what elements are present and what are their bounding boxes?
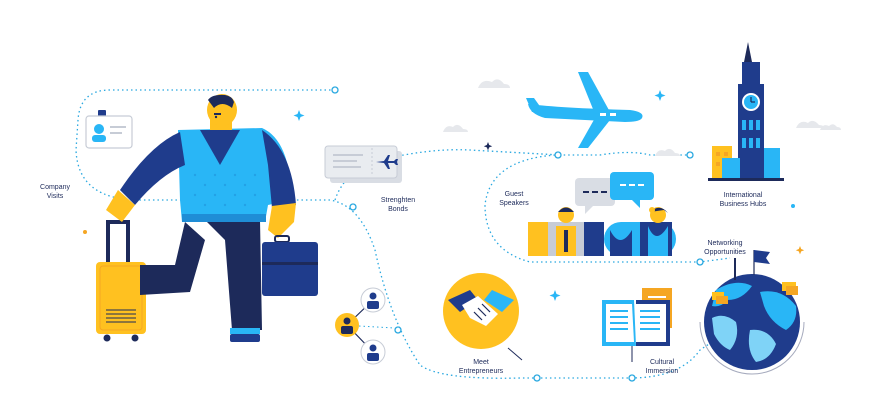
label-line: Meet bbox=[473, 359, 489, 366]
label-line: Company bbox=[40, 184, 70, 191]
label-line: Speakers bbox=[499, 200, 529, 207]
label-line: Guest bbox=[504, 191, 524, 198]
label-line: Entrepreneurs bbox=[458, 368, 504, 375]
briefcase-icon bbox=[262, 235, 318, 296]
dot-decoration bbox=[83, 230, 87, 234]
clock-tower-icon bbox=[708, 42, 784, 181]
airplane-icon bbox=[526, 72, 643, 148]
handshake-icon bbox=[443, 273, 519, 349]
label-line: Opportunities bbox=[704, 249, 746, 256]
cloud-icon bbox=[443, 79, 841, 156]
label-line: Networking bbox=[707, 240, 743, 247]
dotted-route-path bbox=[75, 89, 746, 379]
flag-icon bbox=[753, 250, 770, 275]
route-node bbox=[696, 258, 704, 266]
traveller-figure bbox=[96, 94, 318, 342]
route-node bbox=[394, 326, 402, 334]
route-node bbox=[686, 151, 694, 159]
guest-speakers-icon bbox=[528, 207, 676, 256]
route-node bbox=[628, 374, 636, 382]
callout-line bbox=[507, 347, 523, 361]
label-line: Cultural bbox=[649, 359, 675, 366]
book-icon bbox=[602, 288, 672, 346]
speech-bubble-icon bbox=[575, 172, 654, 214]
label-line: Business Hubs bbox=[719, 201, 767, 208]
sparkle-icon bbox=[293, 90, 805, 301]
route-node bbox=[349, 203, 357, 211]
label-meet-entrepreneurs: Meet Entrepreneurs bbox=[450, 358, 512, 376]
id-badge-icon bbox=[85, 110, 133, 149]
label-company-visits: Company Visits bbox=[30, 183, 80, 201]
label-line: Visits bbox=[46, 193, 64, 200]
label-line: International bbox=[723, 192, 763, 199]
globe-icon bbox=[699, 258, 805, 375]
route-node bbox=[533, 374, 541, 382]
label-international-hubs: International Business Hubs bbox=[704, 191, 782, 209]
label-networking: Networking Opportunities bbox=[694, 239, 756, 257]
dot-decoration bbox=[791, 204, 795, 208]
label-cultural-immersion: Cultural Immersion bbox=[634, 358, 690, 376]
route-node bbox=[331, 86, 339, 94]
boarding-pass-icon bbox=[324, 145, 402, 183]
label-strengthen-bonds: Strenghten Bonds bbox=[370, 196, 426, 214]
label-line: Immersion bbox=[645, 368, 679, 375]
label-line: Strenghten bbox=[380, 197, 416, 204]
route-node bbox=[554, 151, 562, 159]
label-line: Bonds bbox=[388, 206, 408, 213]
label-guest-speakers: Guest Speakers bbox=[488, 190, 540, 208]
suitcase-icon bbox=[96, 220, 146, 342]
people-network-icon bbox=[335, 287, 396, 365]
